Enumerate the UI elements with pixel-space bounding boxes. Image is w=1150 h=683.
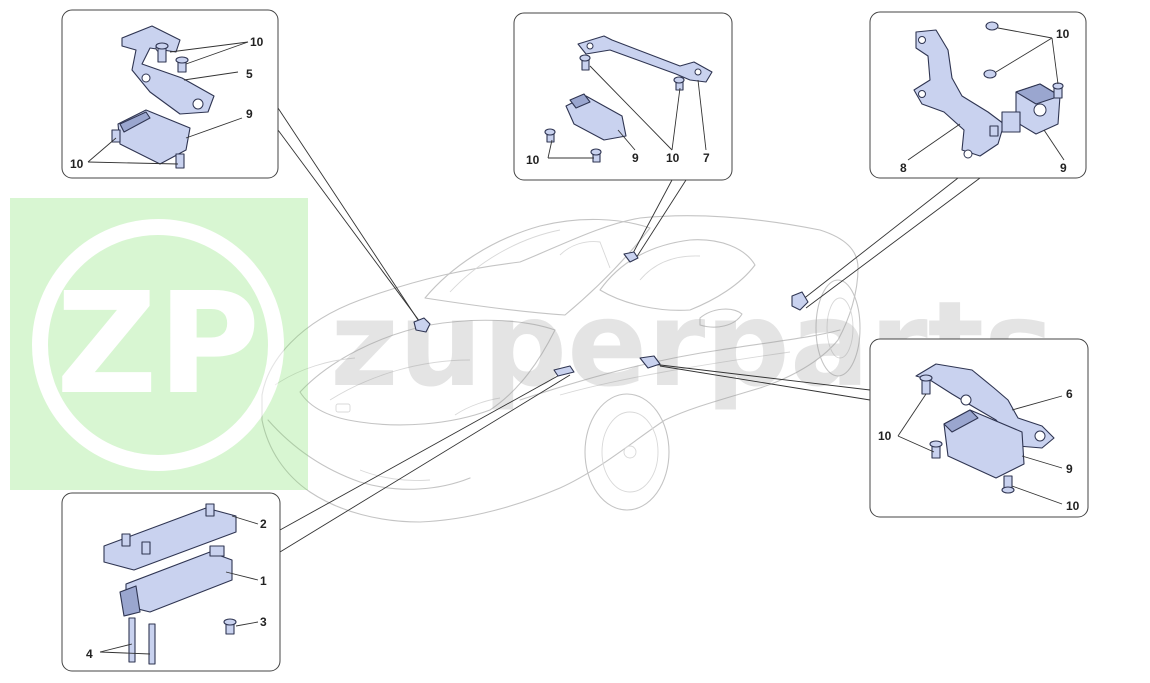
label-10: 10 bbox=[1056, 27, 1070, 41]
watermark-logo-box bbox=[10, 198, 308, 490]
label-10: 10 bbox=[1066, 499, 1080, 513]
label-1: 1 bbox=[260, 574, 267, 588]
label-7: 7 bbox=[703, 151, 710, 165]
car-outline bbox=[261, 215, 861, 523]
label-10: 10 bbox=[526, 153, 540, 167]
label-9: 9 bbox=[632, 151, 639, 165]
label-9: 9 bbox=[1066, 462, 1073, 476]
label-5: 5 bbox=[246, 67, 253, 81]
bracket-6 bbox=[915, 363, 1055, 449]
callout-top-left: 10 5 9 10 bbox=[61, 9, 279, 179]
label-10: 10 bbox=[250, 35, 264, 49]
callout-top-right: 10 8 9 bbox=[869, 11, 1087, 179]
label-3: 3 bbox=[260, 615, 267, 629]
label-6: 6 bbox=[1066, 387, 1073, 401]
label-10: 10 bbox=[666, 151, 680, 165]
label-9: 9 bbox=[246, 107, 253, 121]
label-8: 8 bbox=[900, 161, 907, 175]
callout-mid-right: 6 10 9 10 bbox=[869, 338, 1089, 518]
label-10: 10 bbox=[878, 429, 892, 443]
label-4: 4 bbox=[86, 647, 93, 661]
stud-4 bbox=[128, 617, 136, 663]
label-9: 9 bbox=[1060, 161, 1067, 175]
watermark-logo-text: ZP bbox=[56, 263, 260, 426]
label-10: 10 bbox=[70, 157, 84, 171]
callout-bottom-left: 2 1 3 4 bbox=[61, 492, 281, 672]
watermark: ZP zuperparts bbox=[10, 198, 1054, 490]
leader-lines bbox=[277, 107, 981, 553]
bolt-10 bbox=[155, 42, 189, 73]
callout-top-center: 10 9 10 7 bbox=[513, 12, 733, 181]
bracket-7 bbox=[577, 35, 713, 83]
label-2: 2 bbox=[260, 517, 267, 531]
bracket-5 bbox=[121, 25, 215, 115]
car-mounted-parts bbox=[413, 251, 809, 377]
